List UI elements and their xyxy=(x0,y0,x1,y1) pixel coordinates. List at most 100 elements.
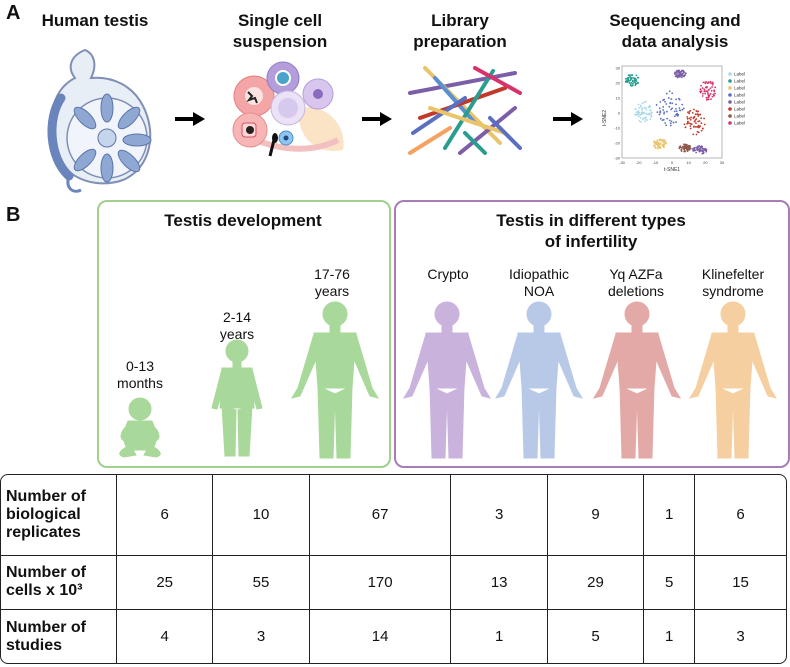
tsne-point xyxy=(657,145,659,148)
tsne-point xyxy=(697,131,700,134)
tsne-legend-swatch xyxy=(728,107,732,111)
tsne-point xyxy=(687,111,689,114)
tsne-point xyxy=(714,92,716,95)
tsne-point xyxy=(698,113,701,116)
step-title-human-testis: Human testis xyxy=(41,11,149,30)
row-header-line: Number of xyxy=(6,564,86,582)
tsne-point xyxy=(639,105,642,108)
tsne-point xyxy=(689,125,692,127)
tsne-point xyxy=(681,108,684,111)
tsne-point xyxy=(666,117,669,120)
tsne-point xyxy=(669,101,672,104)
tsne-point xyxy=(679,145,682,148)
tsne-point xyxy=(624,80,627,83)
tsne-point xyxy=(706,82,709,84)
tsne-point xyxy=(637,110,639,113)
tsne-point xyxy=(663,111,666,114)
tsne-point xyxy=(636,76,639,79)
tsne-point xyxy=(710,89,713,92)
tsne-point xyxy=(697,126,700,129)
tsne-point xyxy=(676,75,678,78)
group-label-line: Idiopathic xyxy=(509,266,569,282)
tsne-point xyxy=(675,121,677,123)
tsne-point xyxy=(701,92,704,95)
group-label-idiopathic-noa: Idiopathic NOA xyxy=(494,266,584,300)
tsne-point xyxy=(636,113,639,116)
tsne-point xyxy=(688,112,691,115)
tsne-point xyxy=(695,151,698,154)
tsne-point xyxy=(661,145,664,147)
group-label-yq-azfa: Yq AZFa deletions xyxy=(591,266,681,300)
step-title-single-cell: Single cell suspension xyxy=(215,10,345,52)
infertility-box xyxy=(394,200,790,468)
table-row: Number of biological replicates 6 10 67 … xyxy=(1,475,786,556)
tsne-point xyxy=(683,147,686,150)
child-figure xyxy=(211,339,263,457)
tsne-point xyxy=(635,82,638,85)
tsne-point xyxy=(707,98,710,101)
row-header: Number of biological replicates xyxy=(1,475,117,556)
tsne-point xyxy=(681,69,683,72)
tsne-x-tick-label: 0 xyxy=(671,160,674,165)
tsne-point xyxy=(693,108,695,111)
tsne-point xyxy=(709,87,712,90)
tsne-point xyxy=(670,98,673,100)
tsne-point xyxy=(631,84,634,87)
tsne-xlabel: t-SNE1 xyxy=(664,167,680,173)
tsne-point xyxy=(645,100,647,103)
tsne-ylabel: t-SNE2 xyxy=(602,110,608,126)
tsne-legend-swatch xyxy=(728,100,732,104)
group-label-line: years xyxy=(219,326,255,342)
group-label-line: Yq AZFa xyxy=(609,266,663,282)
tsne-point xyxy=(698,120,701,123)
tsne-point xyxy=(712,93,715,96)
tsne-y-tick-label: 10 xyxy=(616,96,621,101)
tsne-point xyxy=(658,113,661,116)
tsne-point xyxy=(692,149,695,152)
tsne-point xyxy=(674,71,677,74)
tsne-point xyxy=(677,71,680,74)
tsne-point xyxy=(679,71,682,74)
tsne-point xyxy=(702,147,704,150)
step-title-line: data analysis xyxy=(621,32,729,51)
group-label-line: Klinefelter xyxy=(701,266,765,282)
tsne-point xyxy=(684,143,687,146)
tsne-point xyxy=(697,113,700,116)
tsne-point xyxy=(675,110,678,113)
tsne-point xyxy=(696,125,699,128)
adult-figure-yq-azfa xyxy=(592,301,682,459)
tsne-point xyxy=(711,81,714,84)
tsne-point xyxy=(638,107,641,109)
tsne-point xyxy=(700,122,703,125)
adult-figure-development xyxy=(290,301,380,459)
table-cell: 9 xyxy=(547,475,645,556)
tsne-point xyxy=(665,103,668,105)
panel-a-letter: A xyxy=(6,2,21,24)
tsne-point xyxy=(637,115,640,118)
table-cell: 1 xyxy=(451,610,548,663)
table-cell: 55 xyxy=(213,555,310,611)
tsne-point xyxy=(697,115,700,117)
step-title-line: Single cell xyxy=(237,11,323,30)
tsne-point xyxy=(671,92,674,95)
tsne-point xyxy=(635,111,638,114)
tsne-point xyxy=(704,81,706,84)
tsne-legend-label: Label xyxy=(734,121,745,126)
tsne-point xyxy=(661,139,664,142)
infertility-title-line: Testis in different types xyxy=(496,211,686,230)
tsne-point xyxy=(689,127,692,130)
tsne-point xyxy=(677,114,680,116)
row-header-line: replicates xyxy=(6,523,81,541)
tsne-point xyxy=(648,112,651,115)
tsne-point xyxy=(659,146,662,149)
group-label-line: syndrome xyxy=(702,283,764,299)
tsne-point xyxy=(657,147,659,150)
tsne-point xyxy=(691,147,694,150)
row-header-line: Number of xyxy=(6,618,86,636)
tsne-point xyxy=(655,143,658,146)
tsne-legend-label: Label xyxy=(734,114,745,119)
tsne-point xyxy=(637,103,640,106)
tsne-point xyxy=(671,107,674,110)
tsne-point xyxy=(626,80,629,83)
tsne-point xyxy=(694,125,697,128)
